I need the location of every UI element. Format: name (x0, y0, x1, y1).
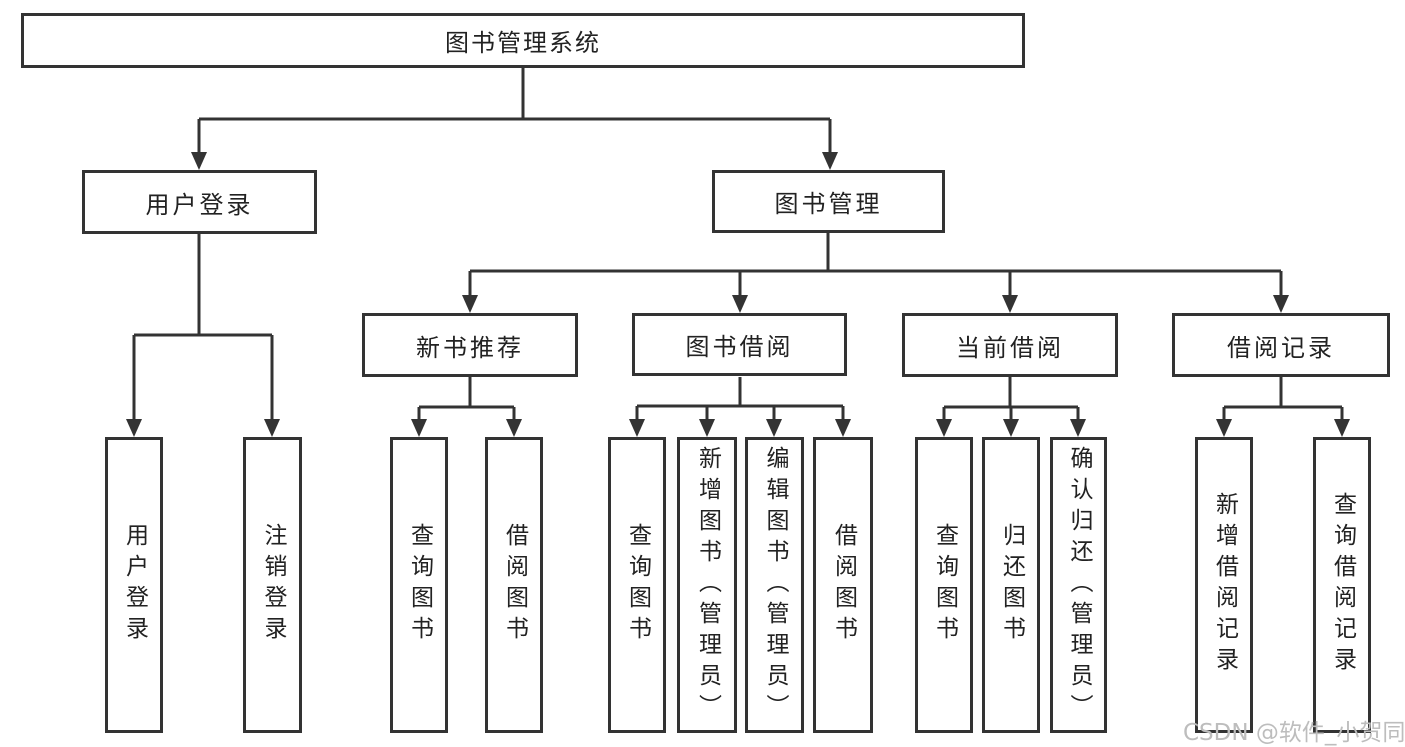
connector-record (1216, 377, 1350, 437)
node-book-borrow: 图书借阅 (632, 313, 847, 376)
connector-borrow (629, 377, 851, 437)
leaf-add-book-admin: 新增图书（管理员） (677, 437, 737, 733)
leaf-query-book-3: 查询图书 (915, 437, 973, 733)
leaf-add-borrow-record: 新增借阅记录 (1195, 437, 1253, 733)
leaf-user-login: 用户登录 (105, 437, 163, 733)
node-new-book-rec: 新书推荐 (362, 313, 578, 377)
connector-current (936, 377, 1086, 437)
leaf-query-book-1: 查询图书 (390, 437, 448, 733)
leaf-confirm-return-admin: 确认归还（管理员） (1050, 437, 1107, 733)
leaf-query-book-2: 查询图书 (608, 437, 666, 733)
connector-root (191, 68, 838, 170)
leaf-query-borrow-record: 查询借阅记录 (1313, 437, 1371, 733)
leaf-edit-book-admin: 编辑图书（管理员） (745, 437, 804, 733)
node-user-login: 用户登录 (82, 170, 317, 234)
node-book-mgmt: 图书管理 (712, 170, 945, 233)
node-root: 图书管理系统 (21, 13, 1025, 68)
connector-new-rec (411, 377, 522, 437)
csdn-watermark: CSDN @软件_小贺同学 (1183, 720, 1405, 746)
node-borrow-record: 借阅记录 (1172, 313, 1390, 377)
leaf-borrow-book-2: 借阅图书 (813, 437, 873, 733)
leaf-borrow-book-1: 借阅图书 (485, 437, 543, 733)
leaf-return-book: 归还图书 (982, 437, 1040, 733)
node-current-borrow: 当前借阅 (902, 313, 1118, 377)
connector-user-login (126, 234, 280, 437)
connector-book-mgmt (462, 233, 1289, 313)
leaf-logout: 注销登录 (243, 437, 302, 733)
